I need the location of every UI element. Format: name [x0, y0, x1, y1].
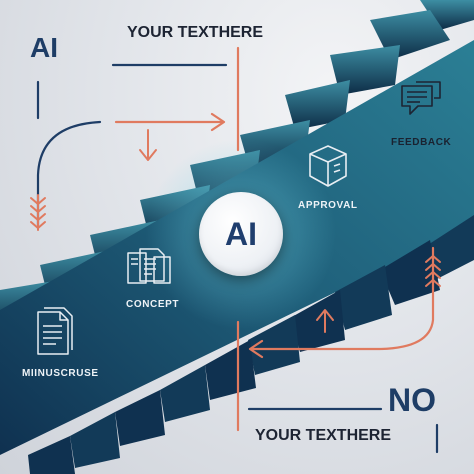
approval-label: APPROVAL — [298, 200, 358, 211]
chat-bubble-icon — [401, 81, 441, 115]
left-curved-connector — [36, 120, 102, 227]
bottom-heading: YOUR TEXTHERE — [255, 427, 392, 444]
concept-label: CONCEPT — [126, 299, 180, 310]
left-arrow-head — [248, 339, 264, 359]
top-left-label: AI — [30, 32, 58, 63]
bottom-right-label: NO — [388, 382, 436, 418]
top-heading: YOUR TEXTHERE — [127, 24, 264, 41]
feedback-label: FEEDBACK — [391, 137, 452, 148]
up-arrow-head — [316, 309, 334, 321]
box-icon — [309, 145, 347, 187]
top-arrow-head — [210, 112, 226, 132]
right-curved-connector — [250, 246, 435, 351]
arrow-feather-icon — [425, 249, 441, 287]
document-stack-icon — [127, 248, 171, 284]
manuscript-label: MIINUSCRUSE — [22, 368, 99, 379]
down-arrow-head — [139, 149, 157, 161]
hub-label: AI — [225, 215, 257, 252]
document-icon — [37, 307, 73, 355]
lower-shards — [28, 215, 474, 474]
arrow-feather-icon — [30, 194, 46, 231]
hub-circle: AI — [199, 192, 283, 276]
